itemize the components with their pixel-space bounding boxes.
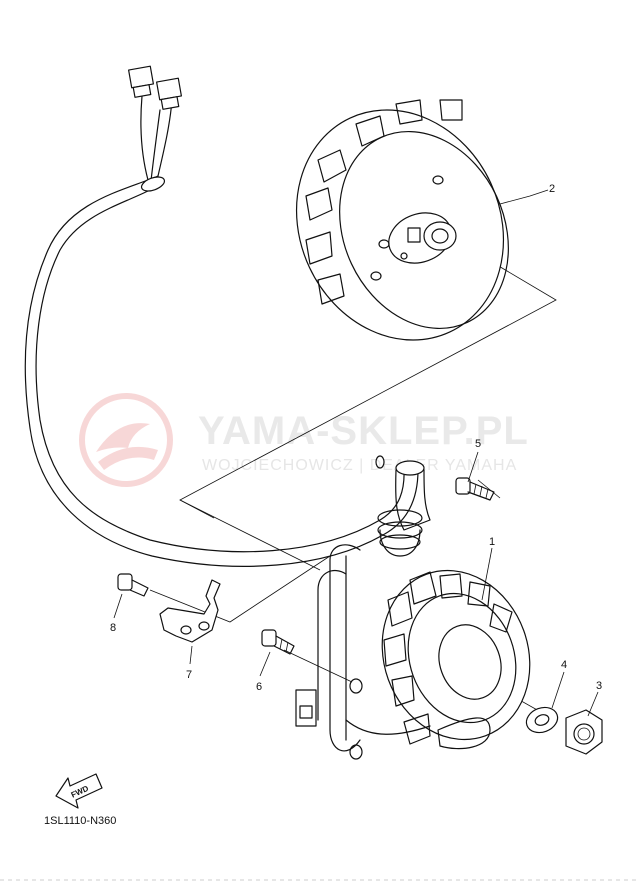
stator bbox=[295, 509, 531, 760]
callout-6: 6 bbox=[256, 681, 262, 693]
connector-icon bbox=[128, 65, 154, 98]
callout-numbers: 1 2 3 4 5 6 7 8 bbox=[110, 183, 602, 693]
bolt-6 bbox=[261, 629, 295, 655]
callout-8: 8 bbox=[110, 622, 116, 634]
wire-harness bbox=[24, 65, 431, 567]
diagram-code: 1SL1110-N360 bbox=[44, 815, 116, 827]
watermark-title: YAMA-SKLEP.PL bbox=[198, 409, 529, 453]
callout-3: 3 bbox=[596, 680, 602, 692]
callout-7: 7 bbox=[186, 669, 192, 681]
bolt-5 bbox=[455, 477, 495, 501]
watermark-subtitle: WOJCIECHOWICZ | DEALER YAMAHA bbox=[202, 457, 517, 474]
connector-icon bbox=[156, 77, 182, 110]
clamp bbox=[159, 579, 221, 643]
fwd-arrow-icon: FWD bbox=[55, 773, 103, 809]
rotor bbox=[295, 99, 509, 341]
leader-lines bbox=[113, 189, 599, 717]
washer bbox=[525, 706, 559, 734]
callout-2: 2 bbox=[549, 183, 555, 195]
nut bbox=[565, 709, 603, 755]
bolt-8 bbox=[117, 573, 149, 597]
watermark: YAMA-SKLEP.PL WOJCIECHOWICZ | DEALER YAM… bbox=[79, 393, 529, 487]
callout-1: 1 bbox=[489, 536, 495, 548]
callout-4: 4 bbox=[561, 659, 567, 671]
watermark-logo-icon bbox=[79, 393, 173, 487]
callout-5: 5 bbox=[475, 438, 481, 450]
